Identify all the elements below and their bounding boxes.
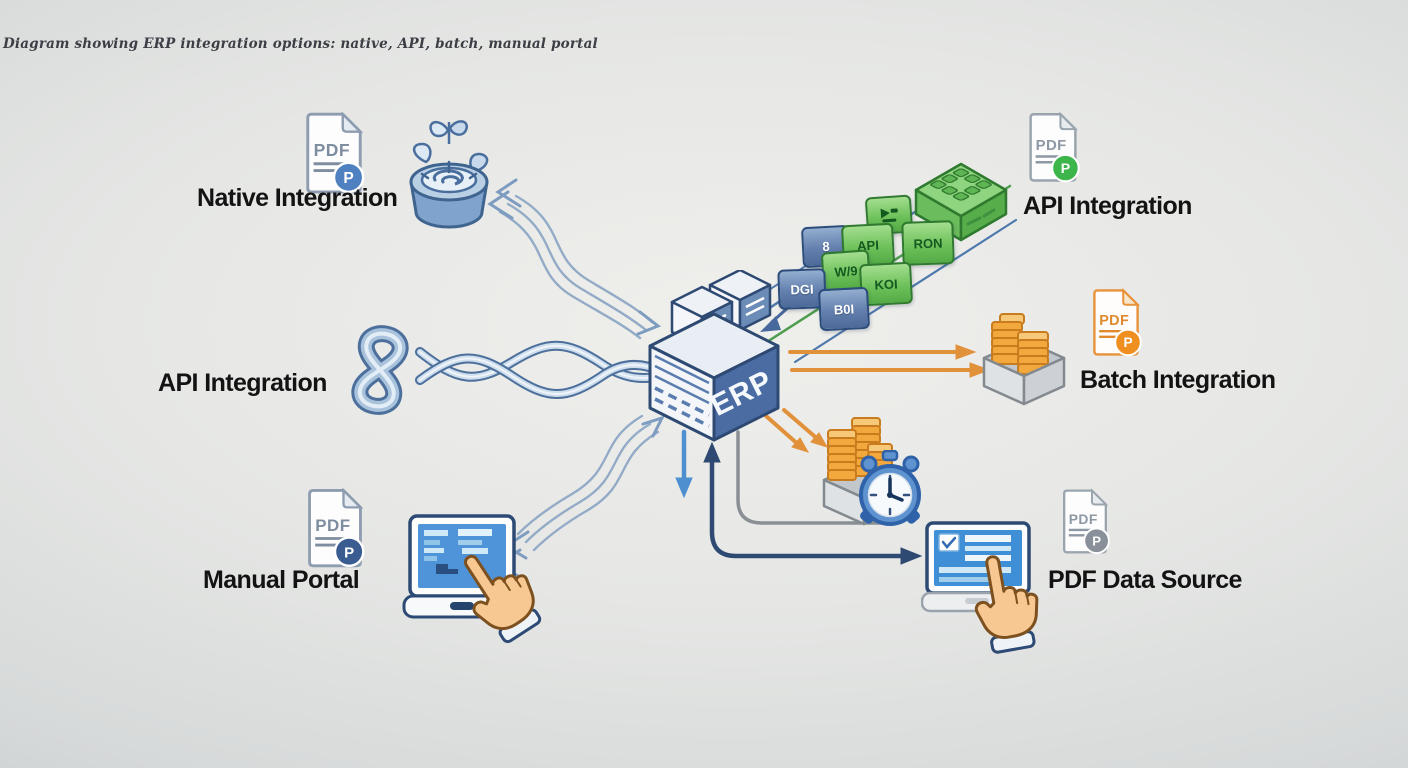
- batch-pdf-icon: PDF P: [1093, 288, 1142, 357]
- batch-integration-label: Batch Integration: [1080, 366, 1276, 394]
- native-pdf-icon: PDF P: [306, 112, 365, 194]
- batch-tray-icon: [982, 313, 1066, 406]
- blue-down-arrow: [675, 429, 693, 499]
- p-badge: [332, 161, 365, 194]
- caption: Diagram showing ERP integration options:…: [3, 36, 598, 52]
- wavy-arrow-native-erp: [487, 178, 661, 340]
- twisted-cable: [415, 340, 667, 399]
- alarm-clock-icon: [859, 450, 921, 526]
- tile-ron: RON: [901, 220, 955, 266]
- gray-elbow-line: [736, 430, 894, 525]
- api-integration-right-label: API Integration: [1023, 192, 1192, 220]
- plant-pot-icon: [409, 120, 489, 229]
- p-badge: [1051, 153, 1080, 183]
- api-integration-left-label: API Integration: [158, 369, 327, 397]
- manual-pdf-icon: PDF P: [308, 488, 365, 568]
- hand-cursor-icon: [464, 554, 542, 644]
- native-integration-label: Native Integration: [197, 184, 398, 212]
- orange-arrows-batch: [764, 344, 991, 453]
- pdf-source-pdf-icon: PDF P: [1063, 488, 1110, 555]
- hand-cursor-icon: [974, 555, 1039, 654]
- laptop-screen-content: [424, 529, 492, 574]
- pdf-data-source-label: PDF Data Source: [1048, 566, 1242, 594]
- knot-icon: [351, 325, 409, 415]
- api-pdf-icon: PDF P: [1029, 112, 1080, 183]
- p-badge: [1114, 328, 1142, 357]
- svg-text:P: P: [344, 544, 354, 561]
- svg-text:PDF: PDF: [315, 516, 350, 535]
- svg-text:PDF: PDF: [1069, 511, 1098, 527]
- api-cube-icon: [914, 162, 1008, 242]
- navy-elbow-arrow: [703, 441, 923, 565]
- svg-text:P: P: [1092, 533, 1101, 548]
- tile-b0i: B0I: [817, 286, 871, 332]
- p-badge: [333, 536, 365, 568]
- svg-text:P: P: [1061, 160, 1070, 176]
- svg-text:PDF: PDF: [1099, 313, 1129, 329]
- erp-server: ERP: [648, 270, 780, 442]
- manual-portal-label: Manual Portal: [203, 566, 360, 594]
- api-glyph-icon: [880, 208, 898, 223]
- svg-text:PDF: PDF: [1036, 138, 1067, 154]
- p-badge: [1083, 527, 1110, 555]
- svg-text:P: P: [1123, 335, 1132, 350]
- svg-text:P: P: [343, 170, 353, 187]
- tile-glyph: [864, 194, 914, 236]
- pdf-doc-text: PDF: [314, 140, 350, 160]
